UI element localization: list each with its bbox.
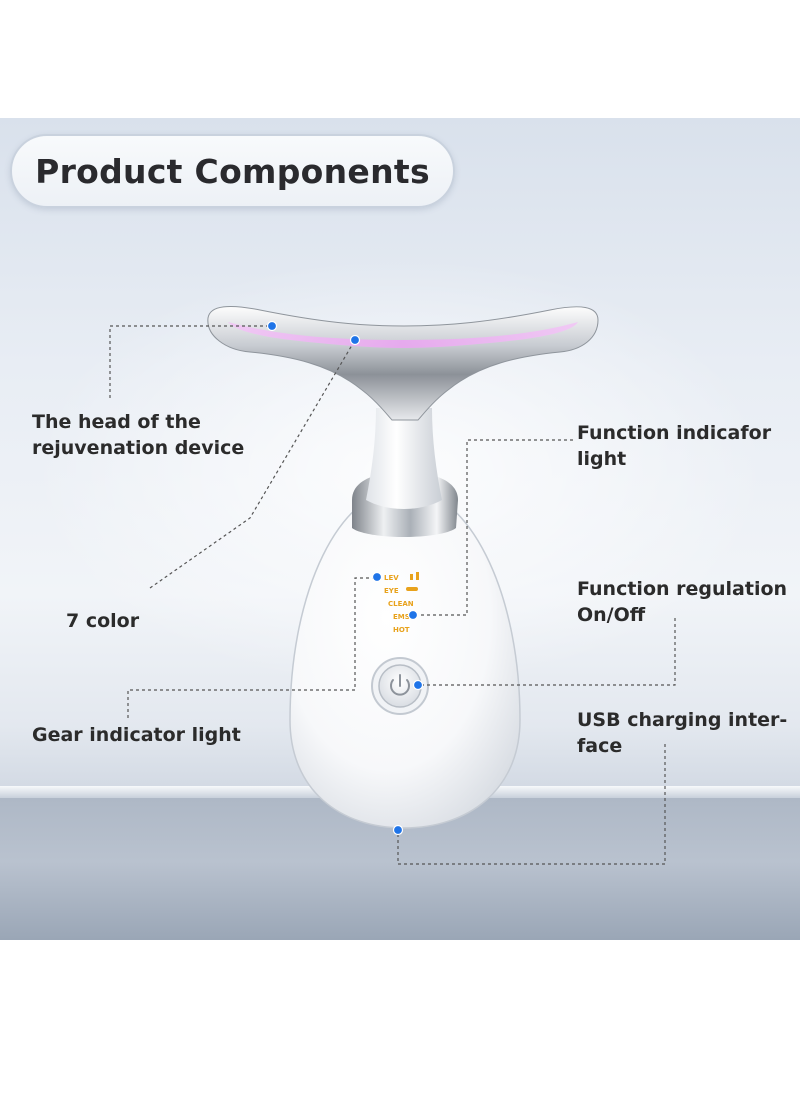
label-regulation-line2: On/Off <box>577 604 646 626</box>
power-icon <box>390 674 410 696</box>
leader-regulation <box>418 618 676 686</box>
label-function-light-line2: light <box>577 448 627 470</box>
label-head: The head of the rejuvenation device <box>32 409 244 461</box>
panel-item-hot: HOT <box>393 626 410 634</box>
leader-color <box>149 339 356 589</box>
callout-dot-function-light <box>407 609 419 621</box>
label-head-line2: rejuvenation device <box>32 437 245 459</box>
label-regulation: Function regulation On/Off <box>577 576 787 628</box>
panel-item-lev: LEV <box>384 574 399 582</box>
label-usb-line2: face <box>577 735 623 757</box>
title-pill: Product Components <box>10 134 455 208</box>
panel-item-ems: EMS <box>393 613 410 621</box>
device-neck <box>366 408 442 509</box>
label-function-light-line1: Function indicafor <box>577 422 772 444</box>
label-usb: USB charging inter- face <box>577 707 787 759</box>
label-gear: Gear indicator light <box>32 724 241 746</box>
callout-dot-regulation <box>412 679 424 691</box>
leader-usb <box>397 744 666 865</box>
callout-dot-gear <box>371 571 383 583</box>
panel-item-eye: EYE <box>384 587 399 595</box>
label-regulation-line1: Function regulation <box>577 578 788 600</box>
page-title: Product Components <box>35 151 430 191</box>
leader-function-light <box>414 439 573 616</box>
label-head-line1: The head of the <box>32 411 201 433</box>
power-button[interactable] <box>371 657 429 715</box>
label-function-light: Function indicafor light <box>577 420 771 472</box>
leader-gear <box>127 577 377 718</box>
label-usb-line1: USB charging inter- <box>577 709 788 731</box>
function-panel: LEV EYE CLEAN EMS HOT <box>384 572 419 634</box>
callout-dot-color <box>349 334 361 346</box>
callout-dot-usb <box>392 824 404 836</box>
callout-dot-head <box>266 320 278 332</box>
leader-head <box>109 325 272 398</box>
panel-item-clean: CLEAN <box>388 600 414 608</box>
head-light-strip <box>228 322 578 348</box>
device-head <box>207 305 599 421</box>
label-color: 7 color <box>66 610 140 632</box>
